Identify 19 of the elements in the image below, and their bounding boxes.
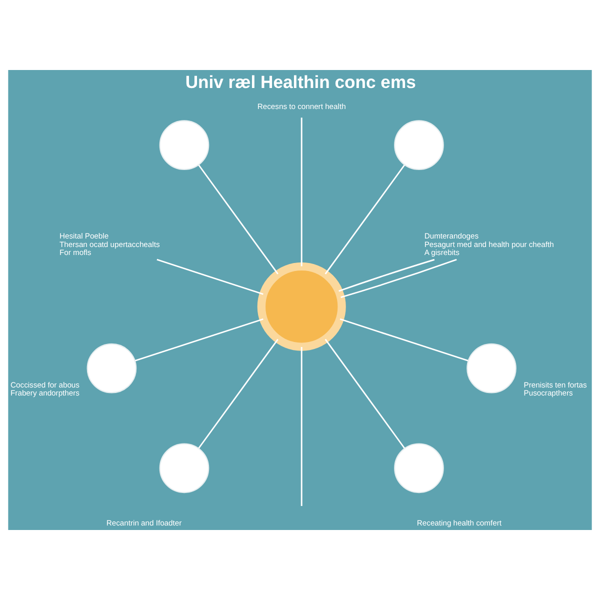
node-circle: [159, 120, 210, 170]
connector: [338, 258, 435, 292]
node-circle: [466, 343, 516, 394]
connector: [324, 164, 406, 274]
connector: [340, 318, 468, 362]
connector: [156, 258, 264, 295]
node-circle: [159, 443, 210, 494]
connector: [198, 338, 278, 449]
node-circle: [394, 443, 444, 494]
connector: [134, 318, 264, 362]
node-circle: [86, 343, 137, 394]
connector: [198, 164, 278, 274]
diagram-title: Univ ræl Healthin conc ems: [185, 72, 416, 92]
node-circle: [257, 262, 346, 351]
connector: [340, 258, 457, 298]
connector: [300, 118, 302, 266]
connector: [300, 347, 302, 506]
node-circle: [394, 120, 444, 170]
connector: [324, 338, 406, 449]
